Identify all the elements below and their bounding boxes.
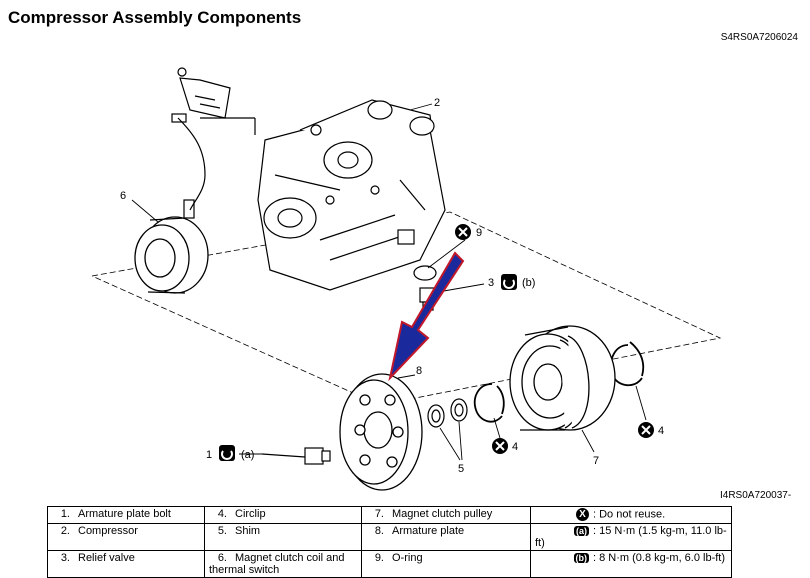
callout-4a: 4 xyxy=(512,441,518,453)
legend-number: 8. xyxy=(374,525,384,537)
legend-text: Shim xyxy=(235,525,261,537)
legend-number: 2. xyxy=(60,525,70,537)
callout-3: 3 xyxy=(488,277,494,289)
assembly-plane xyxy=(91,211,722,406)
callout-8: 8 xyxy=(416,365,422,377)
parts-legend-table: 1. Armature plate bolt 4. Circlip 7. Magnet… xyxy=(47,506,732,578)
leader-lines xyxy=(131,103,647,461)
callout-4b: 4 xyxy=(658,425,664,437)
legend-row: 2. Compressor 5. Shim 8. Armature plate (a)… xyxy=(47,523,732,551)
callout-1: 1 xyxy=(206,449,212,461)
callout-1-note: (a) xyxy=(241,449,254,461)
legend-number: 9. xyxy=(374,552,384,564)
circlip-front xyxy=(473,383,505,423)
magnet-clutch-pulley xyxy=(509,325,616,431)
figure-code: I4RS0A720037- xyxy=(720,490,792,501)
legend-number: 1. xyxy=(60,508,70,520)
page-title: Compressor Assembly Components xyxy=(8,8,302,27)
circlip-rear xyxy=(609,341,645,387)
legend-number: 6. xyxy=(217,552,227,564)
shims xyxy=(427,398,468,428)
thermal-switch-harness xyxy=(171,67,256,219)
legend-text: Relief valve xyxy=(78,552,135,564)
legend-text: : 8 N·m (0.8 kg-m, 6.0 lb-ft) xyxy=(593,552,726,564)
torque-symbol-a xyxy=(219,445,235,461)
compressor-body xyxy=(257,99,446,291)
legend-number: 7. xyxy=(374,508,384,520)
legend-text: O-ring xyxy=(392,552,423,564)
o-ring xyxy=(413,265,437,281)
legend-text: : Do not reuse. xyxy=(593,508,666,521)
armature-plate xyxy=(339,373,423,491)
legend-text: Armature plate bolt xyxy=(78,508,171,520)
callout-9: 9 xyxy=(476,227,482,239)
do-not-reuse-marker-9 xyxy=(455,224,471,240)
callout-3-note: (b) xyxy=(522,277,535,289)
callout-7: 7 xyxy=(593,455,599,467)
legend-number: 3. xyxy=(60,552,70,564)
callout-2: 2 xyxy=(434,97,440,109)
compressor-exploded-diagram: 2 6 9 3 (b) 8 1 (a) 4 4 5 7 xyxy=(91,67,722,491)
torque-symbol-b xyxy=(501,274,517,290)
legend-number: 5. xyxy=(217,525,227,537)
legend-text: Armature plate xyxy=(392,525,465,537)
callout-5: 5 xyxy=(458,463,464,475)
torque-a-icon: (a) xyxy=(574,526,589,537)
do-not-reuse-marker-4b xyxy=(638,422,654,438)
legend-row: 1. Armature plate bolt 4. Circlip 7. Magnet… xyxy=(47,506,732,524)
do-not-reuse-icon: X xyxy=(576,508,589,521)
legend-number: 4. xyxy=(217,508,227,520)
armature-plate-bolt xyxy=(261,447,331,465)
legend-text: Circlip xyxy=(235,508,266,520)
legend-text: Magnet clutch coil and thermal switch xyxy=(209,552,345,576)
legend-text: Compressor xyxy=(78,525,138,537)
legend-row: 3. Relief valve 6.Magnet clutch coil and … xyxy=(47,550,732,578)
magnet-clutch-coil xyxy=(134,216,209,294)
callout-6: 6 xyxy=(120,190,126,202)
direction-arrow xyxy=(388,251,465,382)
legend-text: Magnet clutch pulley xyxy=(392,508,493,520)
legend-text: : 15 N·m (1.5 kg-m, 11.0 lb-ft) xyxy=(535,525,727,549)
do-not-reuse-marker-4a xyxy=(492,438,508,454)
torque-b-icon: (b) xyxy=(573,553,589,564)
document-code: S4RS0A7206024 xyxy=(720,32,798,43)
